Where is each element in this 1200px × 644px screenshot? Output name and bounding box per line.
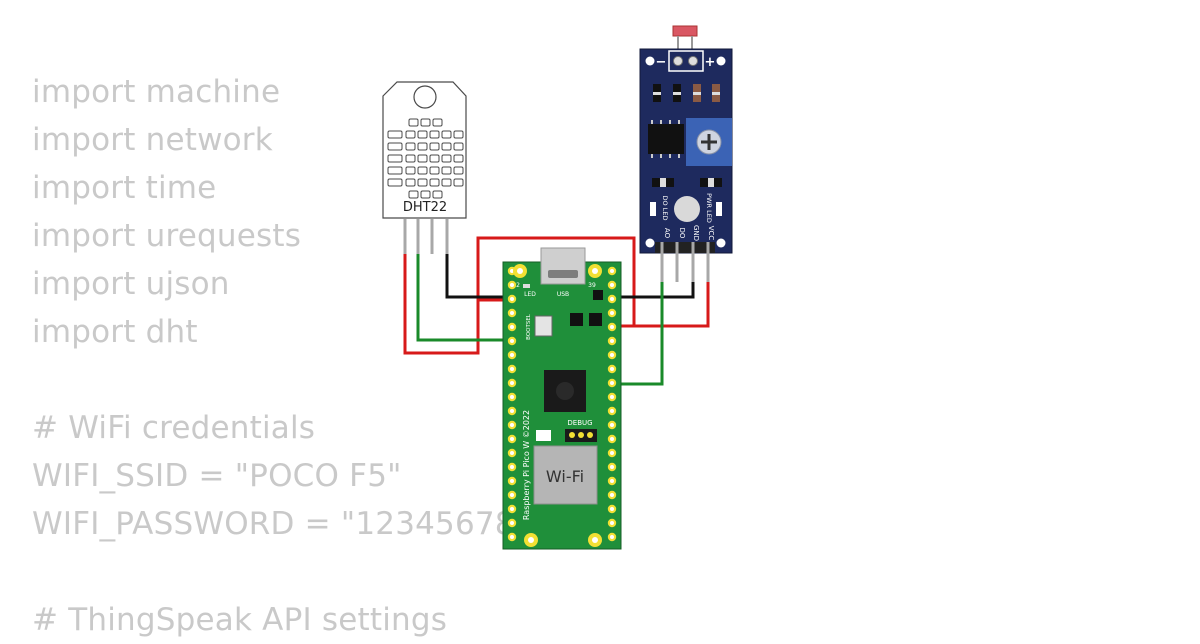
dht22-grille [387,118,464,199]
code-line: import network [32,122,273,158]
wire-black-dht-gnd [445,252,508,299]
dht22-hole [413,85,437,109]
pico-pin-hole-center [610,339,614,343]
pico-pin-hole-center [610,423,614,427]
pico-pin-hole-center [510,311,514,315]
pico-pin-hole-center [510,353,514,357]
wire-red-ldr-vcc [610,280,710,328]
wifi-label: Wi-Fi [546,467,584,486]
ldr-header-pins [655,242,715,282]
pico-pin-hole-center [510,493,514,497]
pico-pin-hole-center [610,535,614,539]
pico-pin-hole-center [510,297,514,301]
debug-label: DEBUG [567,419,592,427]
code-listing: import machine import network import time i… [32,68,548,644]
pico-pin-hole-center [510,339,514,343]
wire-green-ldr-ao [610,280,664,386]
pico-pin-hole-center [610,437,614,441]
usb-connector [540,247,586,285]
board-name-label: Raspberry Pi Pico W ©2022 [522,410,531,520]
code-line: import time [32,170,217,206]
wire-green-dht-data [416,252,508,342]
pico-pin-hole-center [610,465,614,469]
bootsel-button[interactable] [534,315,553,337]
do-led-label: DO LED [661,196,669,221]
pico-pin-holes [507,266,617,542]
pico-pin-2-label: 2 [516,282,520,289]
ldr-plus-label: + [705,55,716,70]
code-line: import dht [32,314,198,350]
pico-pin-hole-center [610,325,614,329]
dht22-sensor: DHT22 [382,81,467,254]
pico-pin-hole-center [510,325,514,329]
wire-red-dht-vcc [403,252,480,355]
pico-pin-hole-center [510,465,514,469]
ldr-pin-vcc-label: VCC [707,226,715,241]
wire-black-ldr-gnd [610,280,695,299]
wires [403,236,710,386]
pico-pin-hole-center [610,409,614,413]
ldr-pin-gnd-label: GND [692,225,700,241]
pico-pin-hole-center [510,479,514,483]
pico-pin-hole-center [610,521,614,525]
pico-w-board: 2 39 LED USB BOOTSEL DEBUG Wi-Fi Raspber… [502,247,622,550]
pico-pin-hole-center [510,521,514,525]
code-line: import ujson [32,266,230,302]
pico-pin-hole-center [510,451,514,455]
pico-pin-hole-center [610,297,614,301]
pico-pin-hole-center [510,507,514,511]
pico-pin-hole-center [610,493,614,497]
ldr-minus-label: − [656,55,667,70]
pico-pin-hole-center [610,451,614,455]
photoresistor [672,25,698,37]
code-line: import urequests [32,218,302,254]
code-line: import machine [32,74,281,110]
code-line: WIFI_PASSWORD = "12345678a" [32,506,549,542]
pico-pin-hole-center [510,381,514,385]
pico-pin-hole-center [610,395,614,399]
pico-pin-39-label: 39 [588,282,596,289]
led-label: LED [524,291,536,298]
pico-pin-hole-center [510,283,514,287]
pico-pin-hole-center [610,283,614,287]
pico-pin-hole-center [510,409,514,413]
pico-pin-hole-center [610,353,614,357]
power-led-dome [674,196,700,222]
dht22-pins [403,219,449,254]
pwr-led-label: PWR LED [705,193,713,223]
circuit-diagram: DHT22 − + [382,25,733,550]
debug-header [565,429,597,442]
pico-pin-hole-center [610,367,614,371]
pico-pin-hole-center [610,269,614,273]
rp2040-chip [544,370,586,412]
pico-pin-hole-center [510,535,514,539]
pico-pin-hole-center [510,395,514,399]
pico-pin-hole-center [610,381,614,385]
ldr-comparator-ic [648,120,684,158]
ldr-pin-do-label: DO [678,228,686,239]
pico-pin-hole-center [510,269,514,273]
pico-pin-hole-center [610,479,614,483]
ldr-module: − + DO LED PWR LED AO DO GND [639,25,733,282]
pico-pin-hole-center [510,423,514,427]
dht22-label: DHT22 [403,200,447,215]
pico-pin-hole-center [510,437,514,441]
code-line: WIFI_SSID = "POCO F5" [32,458,402,494]
ldr-pin-ao-label: AO [663,228,671,239]
usb-label: USB [557,291,569,298]
bootsel-label: BOOTSEL [526,313,532,340]
pico-pin-hole-center [510,367,514,371]
code-line: # WiFi credentials [32,410,316,446]
pico-pin-hole-center [610,507,614,511]
wifi-module: Wi-Fi [533,445,598,505]
potentiometer [686,118,732,166]
pico-pin-hole-center [610,311,614,315]
